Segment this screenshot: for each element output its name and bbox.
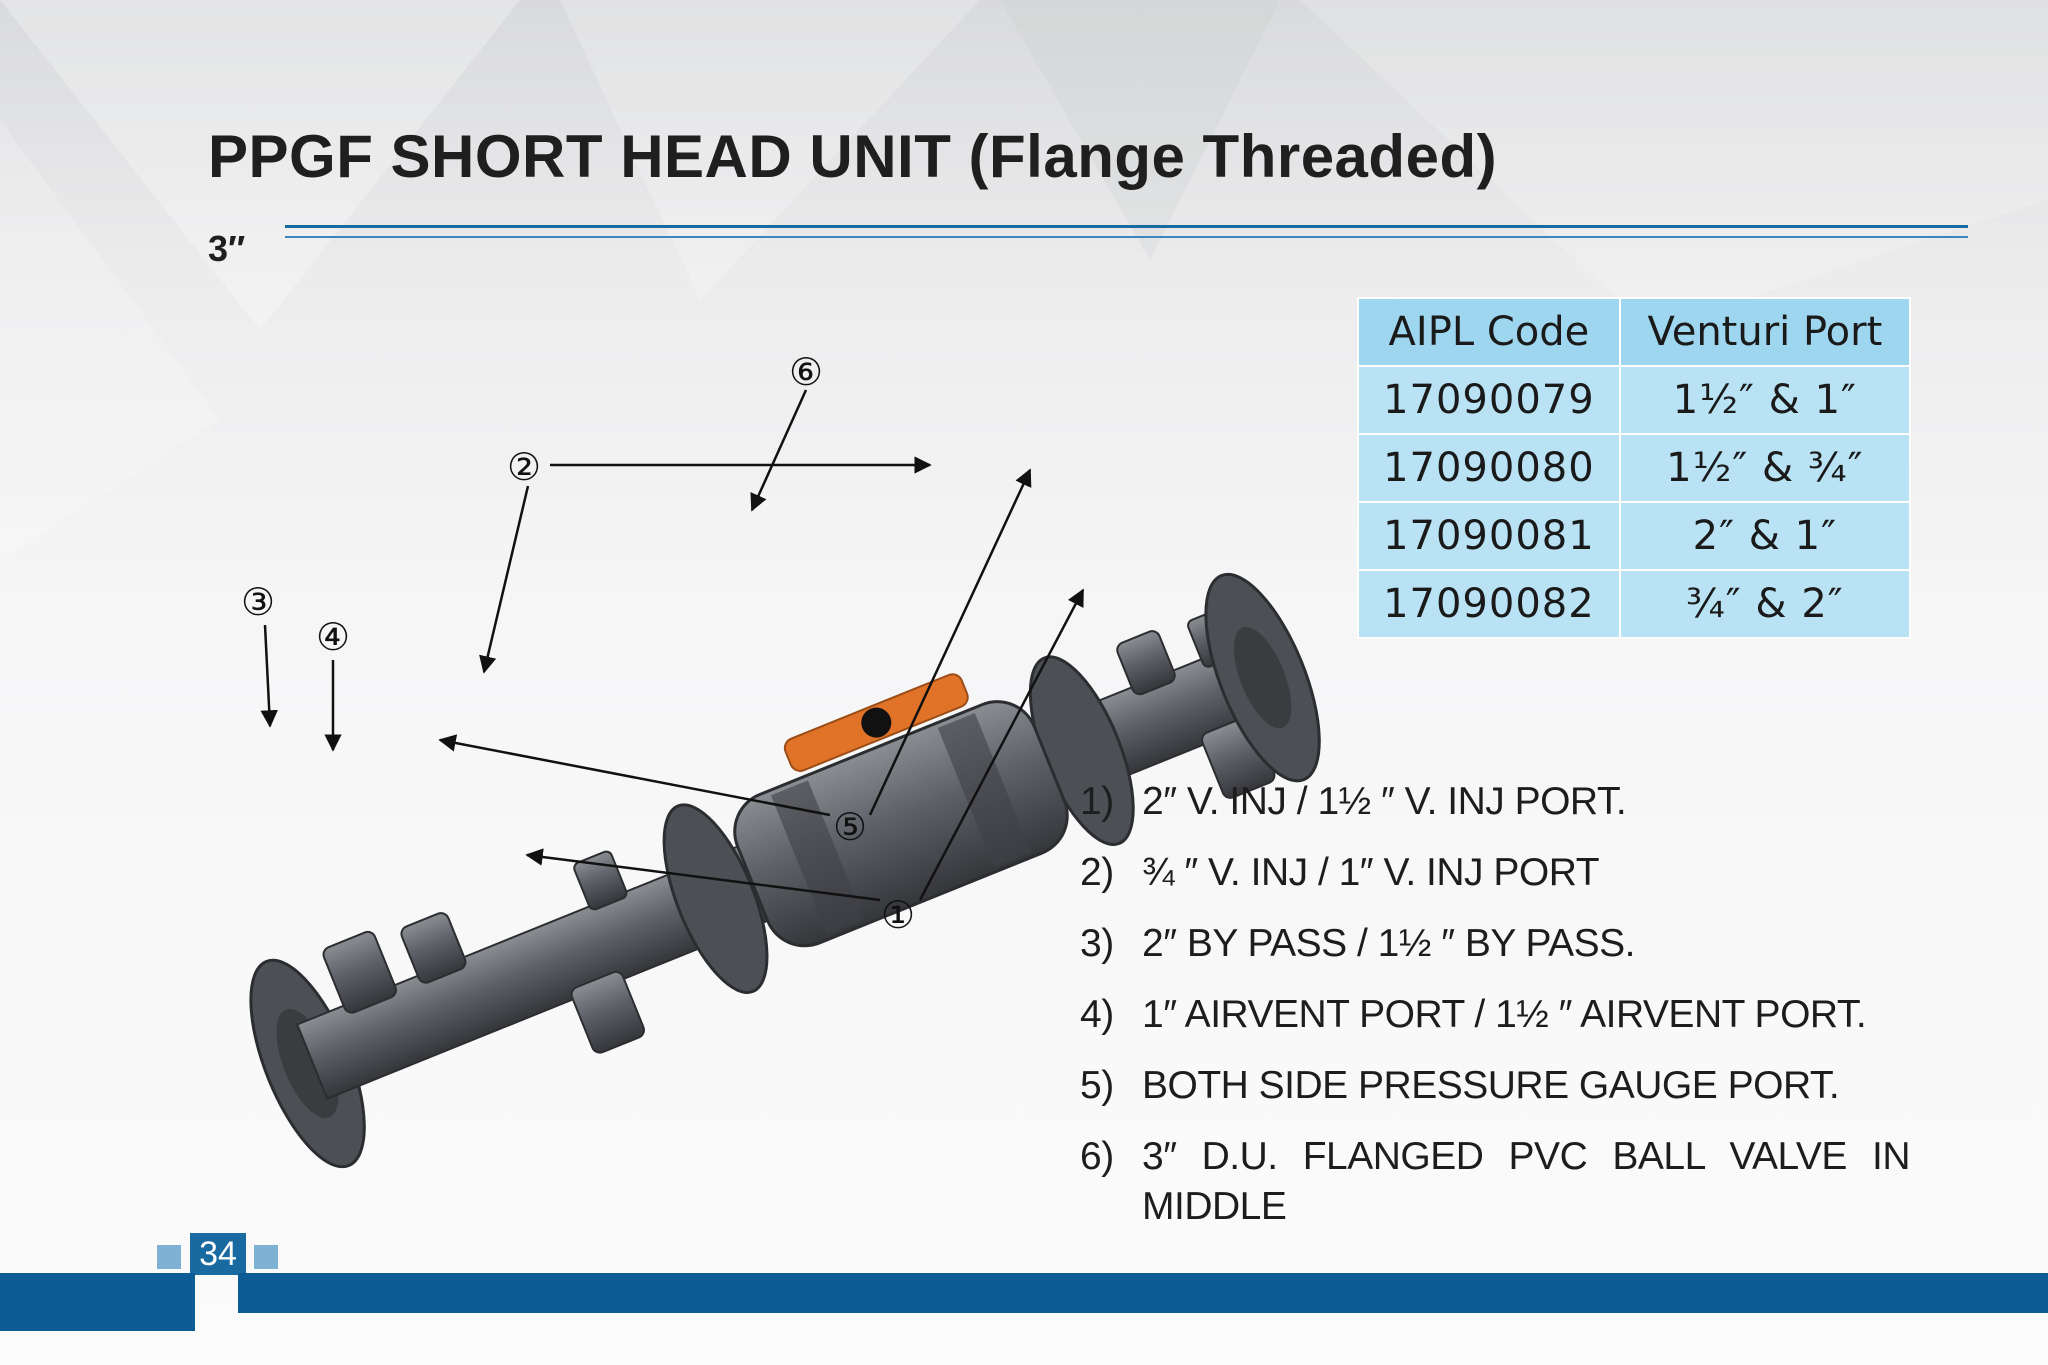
callout-3: ③ <box>241 580 275 624</box>
venturi-port-cell: 1½″ & ¾″ <box>1618 433 1912 503</box>
item-text: 1″ AIRVENT PORT / 1½ ″ AIRVENT PORT. <box>1142 993 1867 1036</box>
page-title: PPGF SHORT HEAD UNIT (Flange Threaded) <box>208 123 1498 190</box>
list-item: 4) 1″ AIRVENT PORT / 1½ ″ AIRVENT PORT. <box>1080 990 1910 1040</box>
table-row: 17090081 2″ & 1″ <box>1357 501 1912 571</box>
callout-4: ④ <box>316 615 350 659</box>
list-item: 2) ¾ ″ V. INJ / 1″ V. INJ PORT <box>1080 848 1910 898</box>
title-rule-top <box>285 225 1968 228</box>
callout-1: ① <box>881 893 915 937</box>
airvent-port <box>400 912 467 984</box>
item-number: 5) <box>1080 1064 1114 1107</box>
item-text: 2″ BY PASS / 1½ ″ BY PASS. <box>1142 922 1636 965</box>
aipl-code-cell: 17090081 <box>1357 501 1621 571</box>
list-item: 5) BOTH SIDE PRESSURE GAUGE PORT. <box>1080 1061 1910 1111</box>
item-number: 2) <box>1080 851 1114 894</box>
page-number-square-right <box>254 1245 278 1269</box>
callout-2: ② <box>507 445 541 489</box>
table-header-row: AIPL Code Venturi Port <box>1357 297 1912 367</box>
col-header-venturi-port: Venturi Port <box>1618 297 1912 367</box>
aipl-code-table: AIPL Code Venturi Port 17090079 1½″ & 1″… <box>1357 297 1912 639</box>
item-text: ¾ ″ V. INJ / 1″ V. INJ PORT <box>1142 851 1600 894</box>
page-number: 34 <box>190 1233 246 1275</box>
item-number: 1) <box>1080 780 1114 823</box>
list-item: 1) 2″ V. INJ / 1½ ″ V. INJ PORT. <box>1080 777 1910 827</box>
leader-lines <box>260 389 1085 902</box>
list-item: 6) 3″ D.U. FLANGED PVC BALL VALVE IN MIDD… <box>1080 1132 1911 1232</box>
callout-6: ⑥ <box>789 350 823 394</box>
bypass-port <box>322 930 397 1014</box>
aipl-code-cell: 17090082 <box>1357 569 1621 639</box>
pipe-body <box>249 572 1321 1169</box>
title-rule-bottom <box>285 236 1968 238</box>
size-label: 3″ <box>208 228 246 269</box>
list-item: 3) 2″ BY PASS / 1½ ″ BY PASS. <box>1080 919 1910 969</box>
item-number: 3) <box>1080 922 1114 965</box>
table-row: 17090082 ¾″ & 2″ <box>1357 569 1912 639</box>
injection-port-left <box>570 970 645 1054</box>
item-text: 2″ V. INJ / 1½ ″ V. INJ PORT. <box>1142 780 1627 823</box>
table-row: 17090080 1½″ & ¾″ <box>1357 433 1912 503</box>
item-number: 4) <box>1080 993 1114 1036</box>
footer-bar-right <box>238 1273 2048 1313</box>
aipl-code-cell: 17090079 <box>1357 365 1621 435</box>
feature-list: 1) 2″ V. INJ / 1½ ″ V. INJ PORT. 2) ¾ ″ V.… <box>1080 777 1911 1253</box>
aipl-code-cell: 17090080 <box>1357 433 1621 503</box>
footer-bar-left <box>0 1273 195 1331</box>
venturi-port-cell: 1½″ & 1″ <box>1618 365 1912 435</box>
item-number: 6) <box>1080 1135 1114 1178</box>
item-text: BOTH SIDE PRESSURE GAUGE PORT. <box>1142 1064 1840 1107</box>
page-number-square-left <box>157 1245 181 1269</box>
venturi-port-cell: ¾″ & 2″ <box>1618 569 1912 639</box>
callout-5: ⑤ <box>833 805 867 849</box>
col-header-aipl-code: AIPL Code <box>1357 297 1621 367</box>
table-row: 17090079 1½″ & 1″ <box>1357 365 1912 435</box>
venturi-port-cell: 2″ & 1″ <box>1618 501 1912 571</box>
item-text: 3″ D.U. FLANGED PVC BALL VALVE IN MIDDLE <box>1142 1135 1911 1228</box>
